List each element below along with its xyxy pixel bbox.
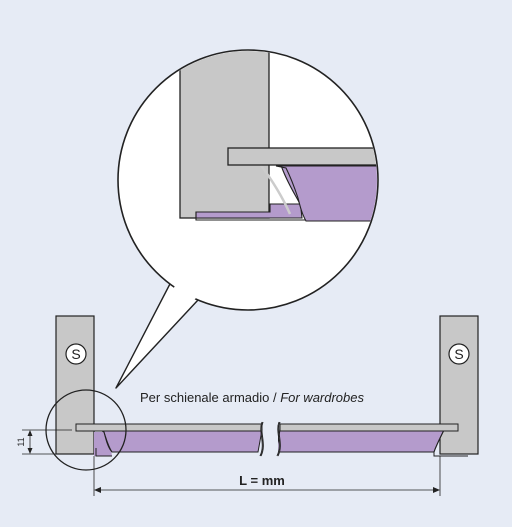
height-dimension: 11: [16, 429, 72, 455]
break-marks: [259, 420, 281, 458]
length-label: L = mm: [239, 473, 285, 488]
zoom-side-panel: [179, 51, 270, 219]
right-s-symbol: S: [454, 346, 463, 362]
zoom-detail: [179, 51, 377, 222]
zoom-seal-body: [275, 165, 377, 222]
right-side-panel: S: [439, 315, 479, 455]
right-s-badge: [448, 343, 470, 365]
height-label: 11: [16, 437, 26, 446]
zoom-back-panel: [227, 147, 377, 166]
caption-english: For wardrobes: [280, 390, 364, 405]
seal-profile: [94, 429, 468, 457]
seal-right: [275, 429, 445, 453]
caption: Per schienale armadio / For wardrobes: [140, 390, 364, 405]
left-s-badge: [65, 343, 87, 365]
caption-italian: Per schienale armadio /: [140, 390, 280, 405]
left-s-symbol: S: [71, 346, 80, 362]
length-dimension: L = mm: [93, 456, 441, 496]
left-side-panel: S: [55, 315, 95, 455]
